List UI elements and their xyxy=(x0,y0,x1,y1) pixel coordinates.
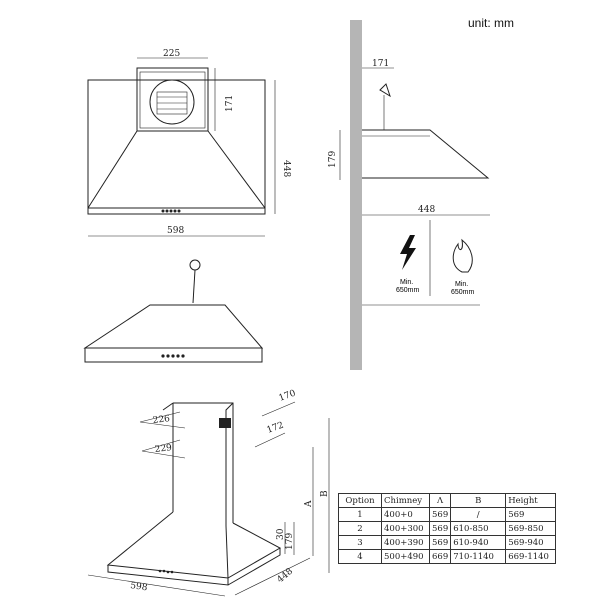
cell-chimney: 400+390 xyxy=(381,535,430,550)
cell-chimney: 400+300 xyxy=(381,521,430,536)
label-b: B xyxy=(320,490,330,497)
cell-height: 569-940 xyxy=(505,535,557,550)
cell-option: 3 xyxy=(338,535,382,550)
cell-a: 569 xyxy=(428,535,452,550)
unit-label: unit: mm xyxy=(468,16,515,30)
label-a: A xyxy=(304,500,314,508)
dim-rim: 30 xyxy=(276,528,286,540)
dim-mid-width: 229 xyxy=(154,443,172,455)
header-b: B xyxy=(450,493,507,508)
cell-b: 610-940 xyxy=(450,535,507,550)
side-view: 171 179 448 Min. 650mm Min. 650mm xyxy=(328,20,490,370)
header-chimney: Chimney xyxy=(381,493,430,508)
cell-a: 569 xyxy=(428,521,452,536)
cell-chimney: 500+490 xyxy=(381,549,430,564)
dim-chimney-depth: 171 xyxy=(225,95,235,112)
dim-hood-height: 179 xyxy=(285,533,295,550)
cell-option: 2 xyxy=(338,521,382,536)
cell-height: 569 xyxy=(505,507,557,522)
perspective-view: 226 170 229 172 A B 30 179 598 448 xyxy=(87,388,330,597)
dim-side-top: 171 xyxy=(372,59,389,69)
front-view: 225 171 448 598 xyxy=(87,49,291,237)
cell-a: 569 xyxy=(428,507,452,522)
cell-a: 669 xyxy=(428,549,452,564)
cell-height: 669-1140 xyxy=(505,549,557,564)
dim-top-depth: 170 xyxy=(278,388,298,403)
header-a: Λ xyxy=(428,493,452,508)
label-gas-clearance-2: 650mm xyxy=(451,289,475,296)
dim-side-height: 179 xyxy=(328,151,338,168)
cell-b: 610-850 xyxy=(450,521,507,536)
cell-option: 1 xyxy=(338,507,382,522)
dim-front-height: 448 xyxy=(281,160,291,177)
hood-with-plug-view xyxy=(83,259,264,363)
dim-front-width: 598 xyxy=(167,226,184,236)
cell-chimney: 400+0 xyxy=(381,507,430,522)
label-gas-clearance-1: Min. xyxy=(455,281,468,288)
label-electric-clearance-1: Min. xyxy=(400,279,413,286)
cell-b: 710-1140 xyxy=(450,549,507,564)
cell-height: 569-850 xyxy=(505,521,557,536)
cell-b: / xyxy=(450,507,507,522)
header-option: Option xyxy=(338,493,382,508)
dim-top-width: 226 xyxy=(152,414,170,426)
dim-width: 598 xyxy=(130,581,149,593)
table-header-row: Option Chimney Λ B Height xyxy=(338,493,557,508)
dim-mid-depth: 172 xyxy=(266,421,286,436)
cell-option: 4 xyxy=(338,549,382,564)
label-electric-clearance-2: 650mm xyxy=(396,287,420,294)
dim-depth: 448 xyxy=(276,566,296,585)
header-height: Height xyxy=(505,493,557,508)
lightning-icon xyxy=(400,235,416,270)
flame-icon xyxy=(452,238,473,273)
dim-side-depth: 448 xyxy=(418,205,435,215)
dim-chimney-width: 225 xyxy=(163,49,180,59)
